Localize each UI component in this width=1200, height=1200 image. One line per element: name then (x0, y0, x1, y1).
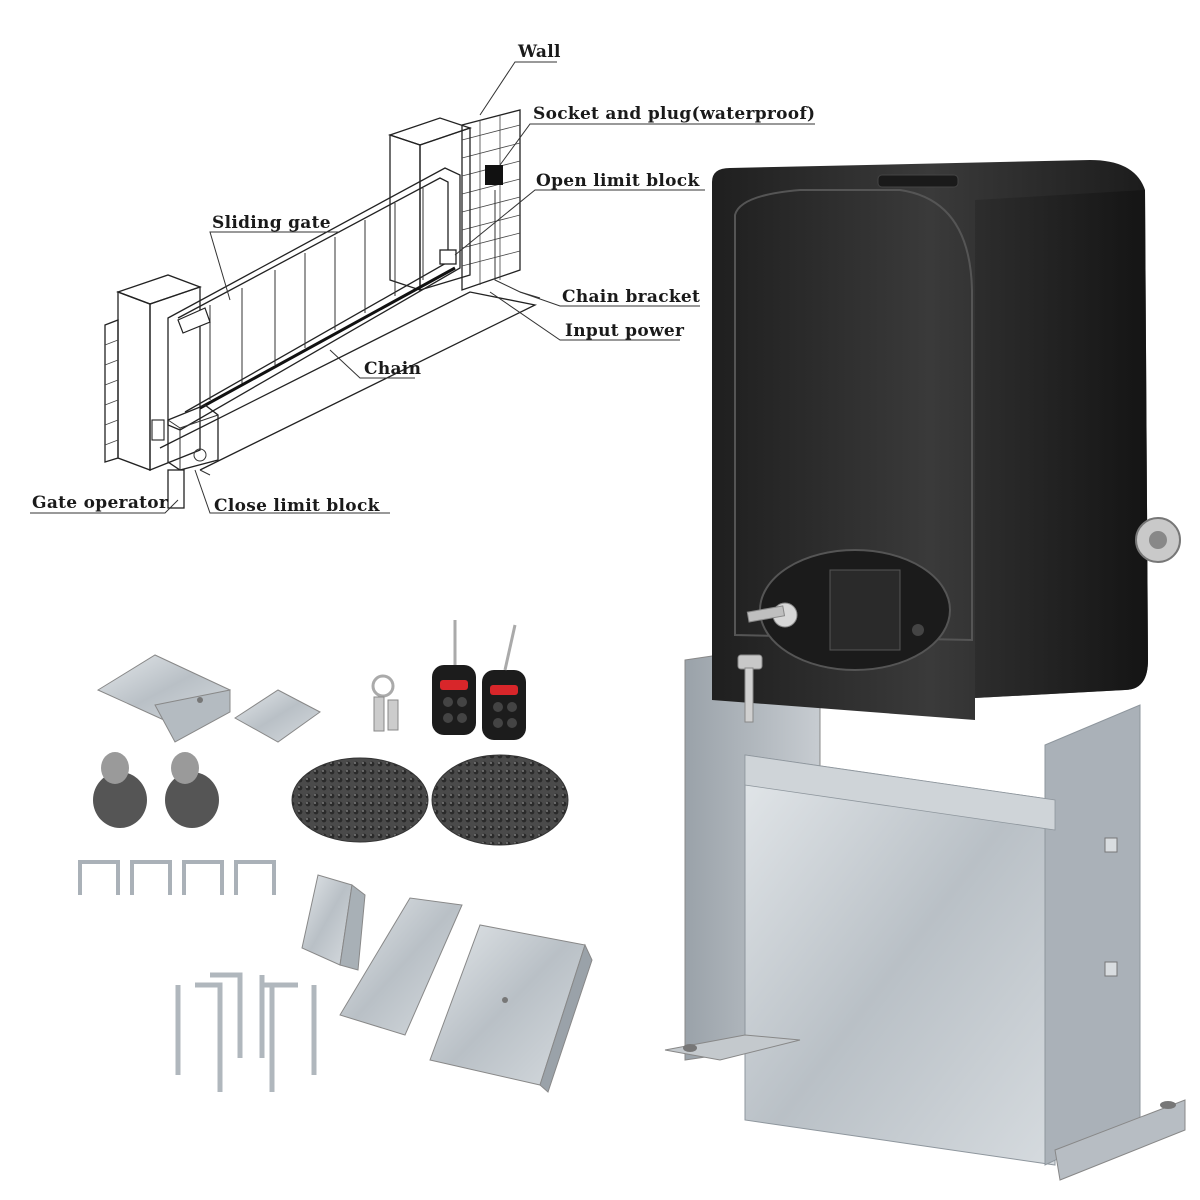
left-pillar (116, 274, 202, 471)
channel-bracket (429, 924, 593, 1093)
flat-bracket (339, 897, 463, 1036)
right-brick-wall (461, 109, 521, 291)
leader-lines (30, 61, 815, 514)
socket-box (485, 165, 503, 185)
installation-diagram: Wall Socket and plug(waterproof) Open li… (30, 42, 815, 516)
label-socket-and-plug: Socket and plug(waterproof) (533, 104, 815, 124)
spare-keys (371, 674, 399, 732)
angle-bracket (301, 874, 366, 971)
u-bolts (78, 860, 276, 895)
chain-line (199, 266, 456, 410)
ground-track (159, 291, 538, 476)
right-pillar (387, 117, 473, 291)
galvanized-stand (664, 639, 1186, 1181)
label-open-limit-block: Open limit block (536, 171, 700, 191)
label-input-power: Input power (565, 321, 685, 341)
gate-motor-unit (664, 160, 1186, 1181)
label-wall: Wall (517, 42, 561, 62)
open-limit-block-shape (439, 249, 457, 265)
drive-sprocket (1135, 517, 1181, 563)
limit-stoppers (93, 752, 219, 828)
remote-control-2 (482, 624, 526, 740)
mounting-plate-small (234, 689, 321, 743)
gate-operator-drawing (151, 307, 219, 509)
label-chain: Chain (364, 359, 421, 379)
lock-with-keys (737, 602, 798, 723)
label-chain-bracket: Chain bracket (562, 287, 700, 307)
motor-housing (712, 160, 1181, 720)
label-close-limit-block: Close limit block (214, 496, 381, 516)
label-sliding-gate: Sliding gate (212, 213, 331, 233)
drive-chains (291, 754, 569, 846)
sliding-gate (167, 167, 461, 431)
anchor-bolts (175, 972, 317, 1092)
accessory-kit (78, 620, 593, 1093)
mounting-plate-large (96, 654, 232, 743)
left-brick-wall (104, 319, 119, 463)
remote-control-1 (432, 620, 476, 735)
label-gate-operator: Gate operator (32, 493, 169, 513)
